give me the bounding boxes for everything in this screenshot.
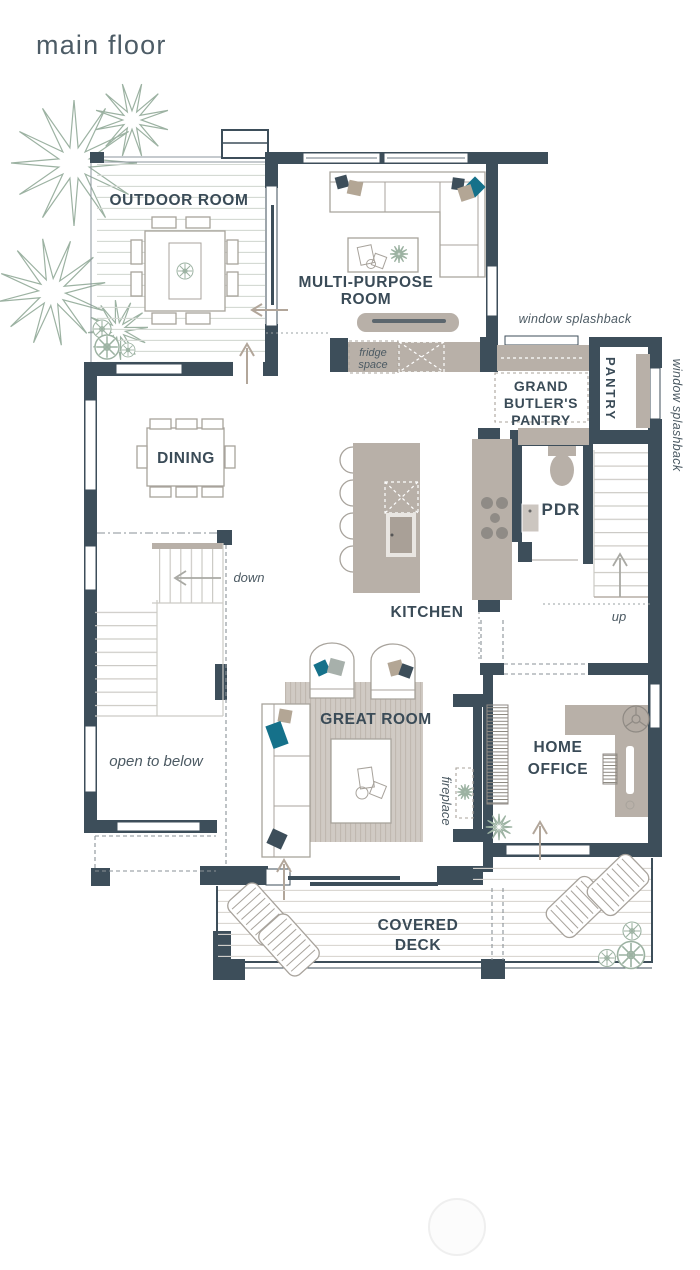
front-entry-arrow	[239, 342, 255, 384]
covered-deck-label-2: DECK	[395, 937, 442, 954]
multi-purpose-label-1: MULTI-PURPOSE	[299, 274, 434, 291]
table-plant-icon	[176, 262, 194, 280]
home-office-label-1: HOME	[534, 739, 583, 756]
outdoor-dining-table	[130, 216, 239, 325]
down-arrow	[173, 570, 221, 586]
outdoor-room: OUTDOOR ROOM	[90, 129, 269, 362]
down-label: down	[233, 570, 264, 585]
stool	[339, 545, 354, 573]
open-to-below-label: open to below	[109, 753, 204, 770]
window-splashback-side-label: window splashback	[670, 359, 684, 472]
printer-stand	[602, 753, 618, 785]
stairwell: down open to below	[95, 532, 265, 866]
coffee-table	[347, 237, 419, 273]
stool	[339, 446, 354, 474]
deck-sliding-door	[265, 868, 438, 886]
potted-plant-icon	[94, 334, 120, 360]
grand-butlers-label-2: BUTLER'S	[504, 395, 578, 411]
powder-room: PDR	[521, 446, 581, 561]
window	[84, 152, 661, 856]
range-counter	[472, 439, 512, 600]
pillow	[346, 179, 364, 197]
sink-icon	[521, 503, 540, 533]
up-label: up	[612, 609, 626, 624]
fridge-space-label-1: fridge	[359, 347, 387, 359]
potted-plant-icon	[597, 948, 617, 968]
deck-edge	[216, 858, 653, 963]
dining: DINING	[136, 418, 236, 498]
window-splashback-top-label: window splashback	[519, 312, 632, 326]
covered-deck: COVERED DECK	[216, 850, 653, 980]
pantry-label: PANTRY	[603, 357, 618, 421]
stool	[339, 479, 354, 507]
desk	[565, 705, 648, 817]
great-room-label: GREAT ROOM	[320, 711, 432, 728]
fridge-space: fridge space	[348, 340, 399, 374]
fridge-space-label-2: space	[358, 359, 387, 371]
kitchen-label: KITCHEN	[390, 604, 463, 621]
fireplace-plant-icon	[457, 784, 473, 800]
pillow	[313, 659, 331, 677]
potted-plant-icon	[622, 921, 642, 941]
bookshelf	[486, 704, 509, 805]
pantry: PANTRY	[603, 354, 650, 428]
pillow	[334, 174, 350, 190]
grand-butlers-pantry: GRAND BUTLER'S PANTRY	[494, 345, 589, 445]
pillow	[457, 184, 475, 202]
grand-butlers-label-1: GRAND	[514, 378, 568, 394]
home-office: HOME OFFICE	[480, 620, 650, 860]
pillow	[326, 657, 346, 677]
coffee-table	[330, 738, 392, 824]
kitchen-island	[339, 443, 420, 593]
sectional-sofa	[329, 171, 486, 278]
pillow	[398, 663, 414, 679]
counter-appliance-space	[398, 341, 445, 373]
sofa	[261, 703, 311, 858]
outdoor-room-label: OUTDOOR ROOM	[110, 192, 249, 209]
sliding-door	[265, 185, 278, 327]
home-office-label-2: OFFICE	[528, 761, 588, 778]
pillow	[277, 708, 293, 724]
stool	[339, 512, 354, 540]
watermark	[428, 1198, 486, 1256]
office-chair-icon	[622, 705, 650, 733]
media-console	[357, 313, 459, 332]
entry-arrow	[250, 303, 288, 317]
page-title: main floor	[36, 30, 167, 60]
stairs-up: up	[543, 450, 650, 624]
toilet-tank	[548, 446, 576, 456]
porch-overhang	[94, 835, 216, 872]
potted-plant-icon	[616, 940, 646, 970]
multi-purpose-label-2: ROOM	[341, 291, 392, 308]
covered-deck-label-1: COVERED	[378, 917, 459, 934]
pillow	[265, 720, 289, 750]
kitchen: fridge space KITCHEN	[339, 340, 512, 662]
great-room: GREAT ROOM	[261, 642, 432, 900]
toilet-icon	[550, 454, 574, 486]
dining-label: DINING	[157, 450, 215, 467]
pillow	[266, 828, 288, 850]
up-arrow	[612, 552, 628, 597]
pdr-label: PDR	[542, 500, 581, 519]
office-entry-arrow	[532, 820, 548, 860]
dining-table	[146, 427, 225, 487]
multi-purpose-room: MULTI-PURPOSE ROOM	[250, 171, 486, 334]
grand-butlers-label-3: PANTRY	[511, 412, 571, 428]
chimney	[221, 129, 269, 159]
potted-plant-icon	[120, 342, 136, 358]
fireplace: fireplace	[439, 694, 483, 842]
fireplace-label: fireplace	[439, 776, 454, 825]
